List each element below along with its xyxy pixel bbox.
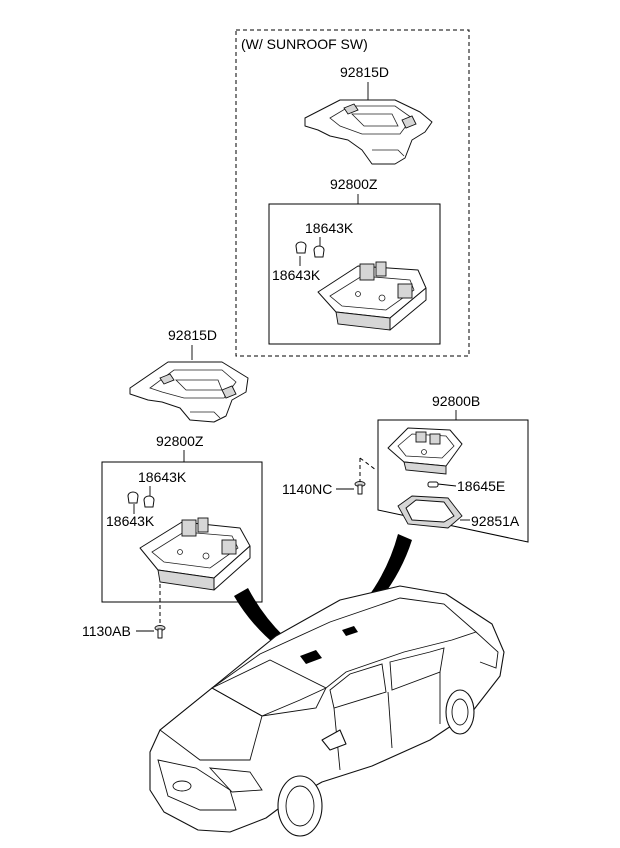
label-clip-b-sunroof: 18643K [272,267,321,283]
room-lamp-box [377,419,529,543]
label-clip-a-std: 18643K [138,469,187,485]
screw-icon [154,625,166,639]
label-clip-b-std: 18643K [106,513,155,529]
label-clip-a-sunroof: 18643K [305,220,354,236]
label-lamp-sunroof: 92800Z [330,176,378,192]
label-lamp-std: 92800Z [156,433,204,449]
screw-icon [354,481,366,495]
label-screw-lower: 1130AB [82,623,131,639]
clip-icon [295,241,325,258]
label-console-std: 92815D [168,327,217,343]
lamp-std-box [101,461,263,603]
dash-line-screw-rear [359,457,377,471]
map-lamp-icon [139,517,251,591]
label-console-sunroof: 92815D [340,64,389,80]
standard-group: 92815D 92800Z 18643K 18643K [82,327,263,639]
label-room-lamp: 92800B [432,393,480,409]
car-icon [149,585,505,837]
leader-bulb [437,483,457,487]
label-bulb: 18645E [457,478,505,494]
clip-icon [127,491,155,508]
map-lamp-icon [317,261,427,331]
room-lamp-icon [387,427,463,475]
room-lamp-group: 92800B 18645E 92851A 1140NC [282,393,529,543]
sunroof-group: (W/ SUNROOF SW) 92815D 92800Z 18643K 186… [235,29,470,357]
lens-ring-icon [397,495,463,529]
label-screw-rear: 1140NC [282,481,332,497]
label-lens: 92851A [471,513,520,529]
sunroof-group-label: (W/ SUNROOF SW) [241,36,368,52]
overhead-console-icon [304,99,433,165]
overhead-console-icon [129,361,249,423]
sunroof-group-border [235,29,470,357]
lamp-sunroof-box [268,203,441,345]
bulb-icon [427,481,439,488]
